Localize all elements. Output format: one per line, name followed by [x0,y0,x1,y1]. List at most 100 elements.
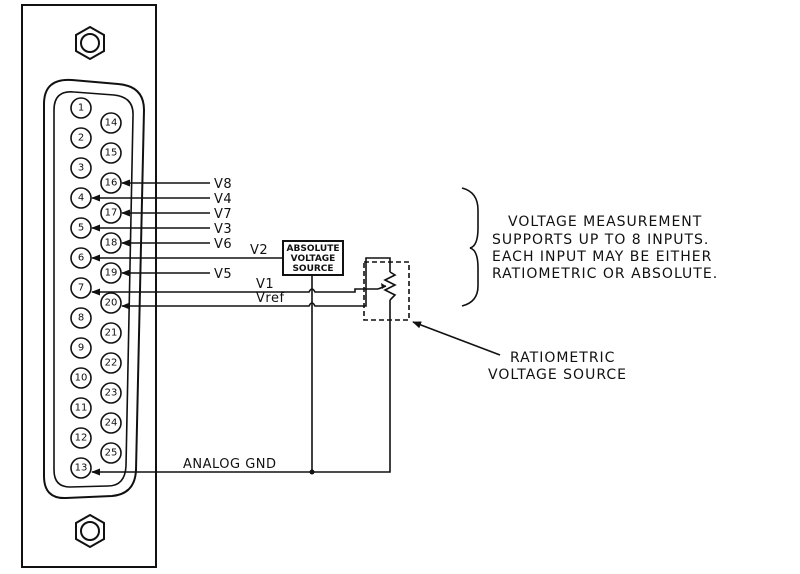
pin-number: 24 [105,418,118,429]
pin-circle [70,277,92,299]
connector-pins: 1234567891011121314151617181920212223242… [70,97,122,479]
pin-circle [70,247,92,269]
note-line4: RATIOMETRIC OR ABSOLUTE. [492,266,718,282]
label-analog-gnd: ANALOG GND [183,457,277,472]
pin-5: 5 [70,217,92,239]
pin-9: 9 [70,337,92,359]
pin-number: 17 [105,208,118,219]
note-block: VOLTAGE MEASUREMENT SUPPORTS UP TO 8 INP… [492,214,718,282]
pin-number: 5 [78,223,84,234]
pin-10: 10 [70,367,92,389]
pin-25: 25 [100,442,122,464]
label-v3: V3 [214,222,232,237]
pin-16: 16 [100,172,122,194]
signal-labels: V8 V4 V7 V3 V6 V2 V5 V1 Vref ANALOG GND [183,177,284,472]
pin-circle [70,427,92,449]
pin-number: 20 [105,298,118,309]
pin-4: 4 [70,187,92,209]
pin-15: 15 [100,142,122,164]
label-v6: V6 [214,237,232,252]
pin-number: 14 [105,118,118,129]
absolute-voltage-source: ABSOLUTE VOLTAGE SOURCE [282,240,344,276]
pin-circle [100,232,122,254]
pin-number: 8 [78,313,84,324]
pin-circle [70,457,92,479]
pin-19: 19 [100,262,122,284]
label-v5: V5 [214,267,232,282]
pin-circle [70,397,92,419]
absolute-line1: ABSOLUTE [287,244,340,254]
pin-circle [100,112,122,134]
pin-circle [100,262,122,284]
pin-number: 23 [105,388,118,399]
pin-number: 6 [78,253,84,264]
note-line1: VOLTAGE MEASUREMENT [508,214,702,230]
pin-circle [70,307,92,329]
pin-24: 24 [100,412,122,434]
pin-22: 22 [100,352,122,374]
pin-12: 12 [70,427,92,449]
label-v2: V2 [250,243,268,258]
pin-circle [100,382,122,404]
pin-number: 11 [75,403,88,414]
pin-20: 20 [100,292,122,314]
wire-analog-gnd [91,300,391,476]
pin-number: 13 [75,463,88,474]
pin-circle [100,172,122,194]
pin-circle [70,127,92,149]
pin-17: 17 [100,202,122,224]
pin-number: 3 [78,163,84,174]
ratiometric-label-line2: VOLTAGE SOURCE [488,367,627,383]
pin-13: 13 [70,457,92,479]
pin-number: 1 [78,103,84,114]
pin-number: 15 [105,148,118,159]
pin-11: 11 [70,397,92,419]
wire-vref [121,257,391,310]
signal-wires [91,179,391,476]
pin-number: 7 [78,283,84,294]
pin-circle [100,292,122,314]
pin-number: 12 [75,433,88,444]
pin-circle [70,337,92,359]
hex-nut-icon [75,513,105,549]
pin-number: 18 [105,238,118,249]
pin-circle [70,367,92,389]
ratiometric-pointer [412,321,501,356]
pin-6: 6 [70,247,92,269]
pin-circle [100,412,122,434]
connector-plate [21,4,157,568]
pin-18: 18 [100,232,122,254]
pin-circle [70,187,92,209]
pin-circle [100,352,122,374]
pin-circle [100,442,122,464]
potentiometer-icon [377,271,397,301]
pin-number: 16 [105,178,118,189]
pin-circle [70,97,92,119]
hex-nut-icon [75,25,105,61]
brace-icon [461,187,479,307]
pin-number: 21 [105,328,118,339]
label-v4: V4 [214,192,232,207]
ratiometric-voltage-source [363,261,410,321]
pin-circle [100,142,122,164]
wire-v1 [91,288,378,296]
pin-2: 2 [70,127,92,149]
pin-7: 7 [70,277,92,299]
note-line2: SUPPORTS UP TO 8 INPUTS. [492,232,709,248]
pin-number: 25 [105,448,118,459]
label-v8: V8 [214,177,232,192]
pin-number: 2 [78,133,84,144]
pin-8: 8 [70,307,92,329]
d-shell-outline [43,78,146,500]
pin-number: 4 [78,193,84,204]
ratiometric-label-line1: RATIOMETRIC [510,350,615,366]
pin-circle [100,322,122,344]
pin-21: 21 [100,322,122,344]
pin-number: 10 [75,373,88,384]
pin-number: 9 [78,343,84,354]
pin-circle [70,217,92,239]
label-v1: V1 [256,277,274,292]
pin-23: 23 [100,382,122,404]
